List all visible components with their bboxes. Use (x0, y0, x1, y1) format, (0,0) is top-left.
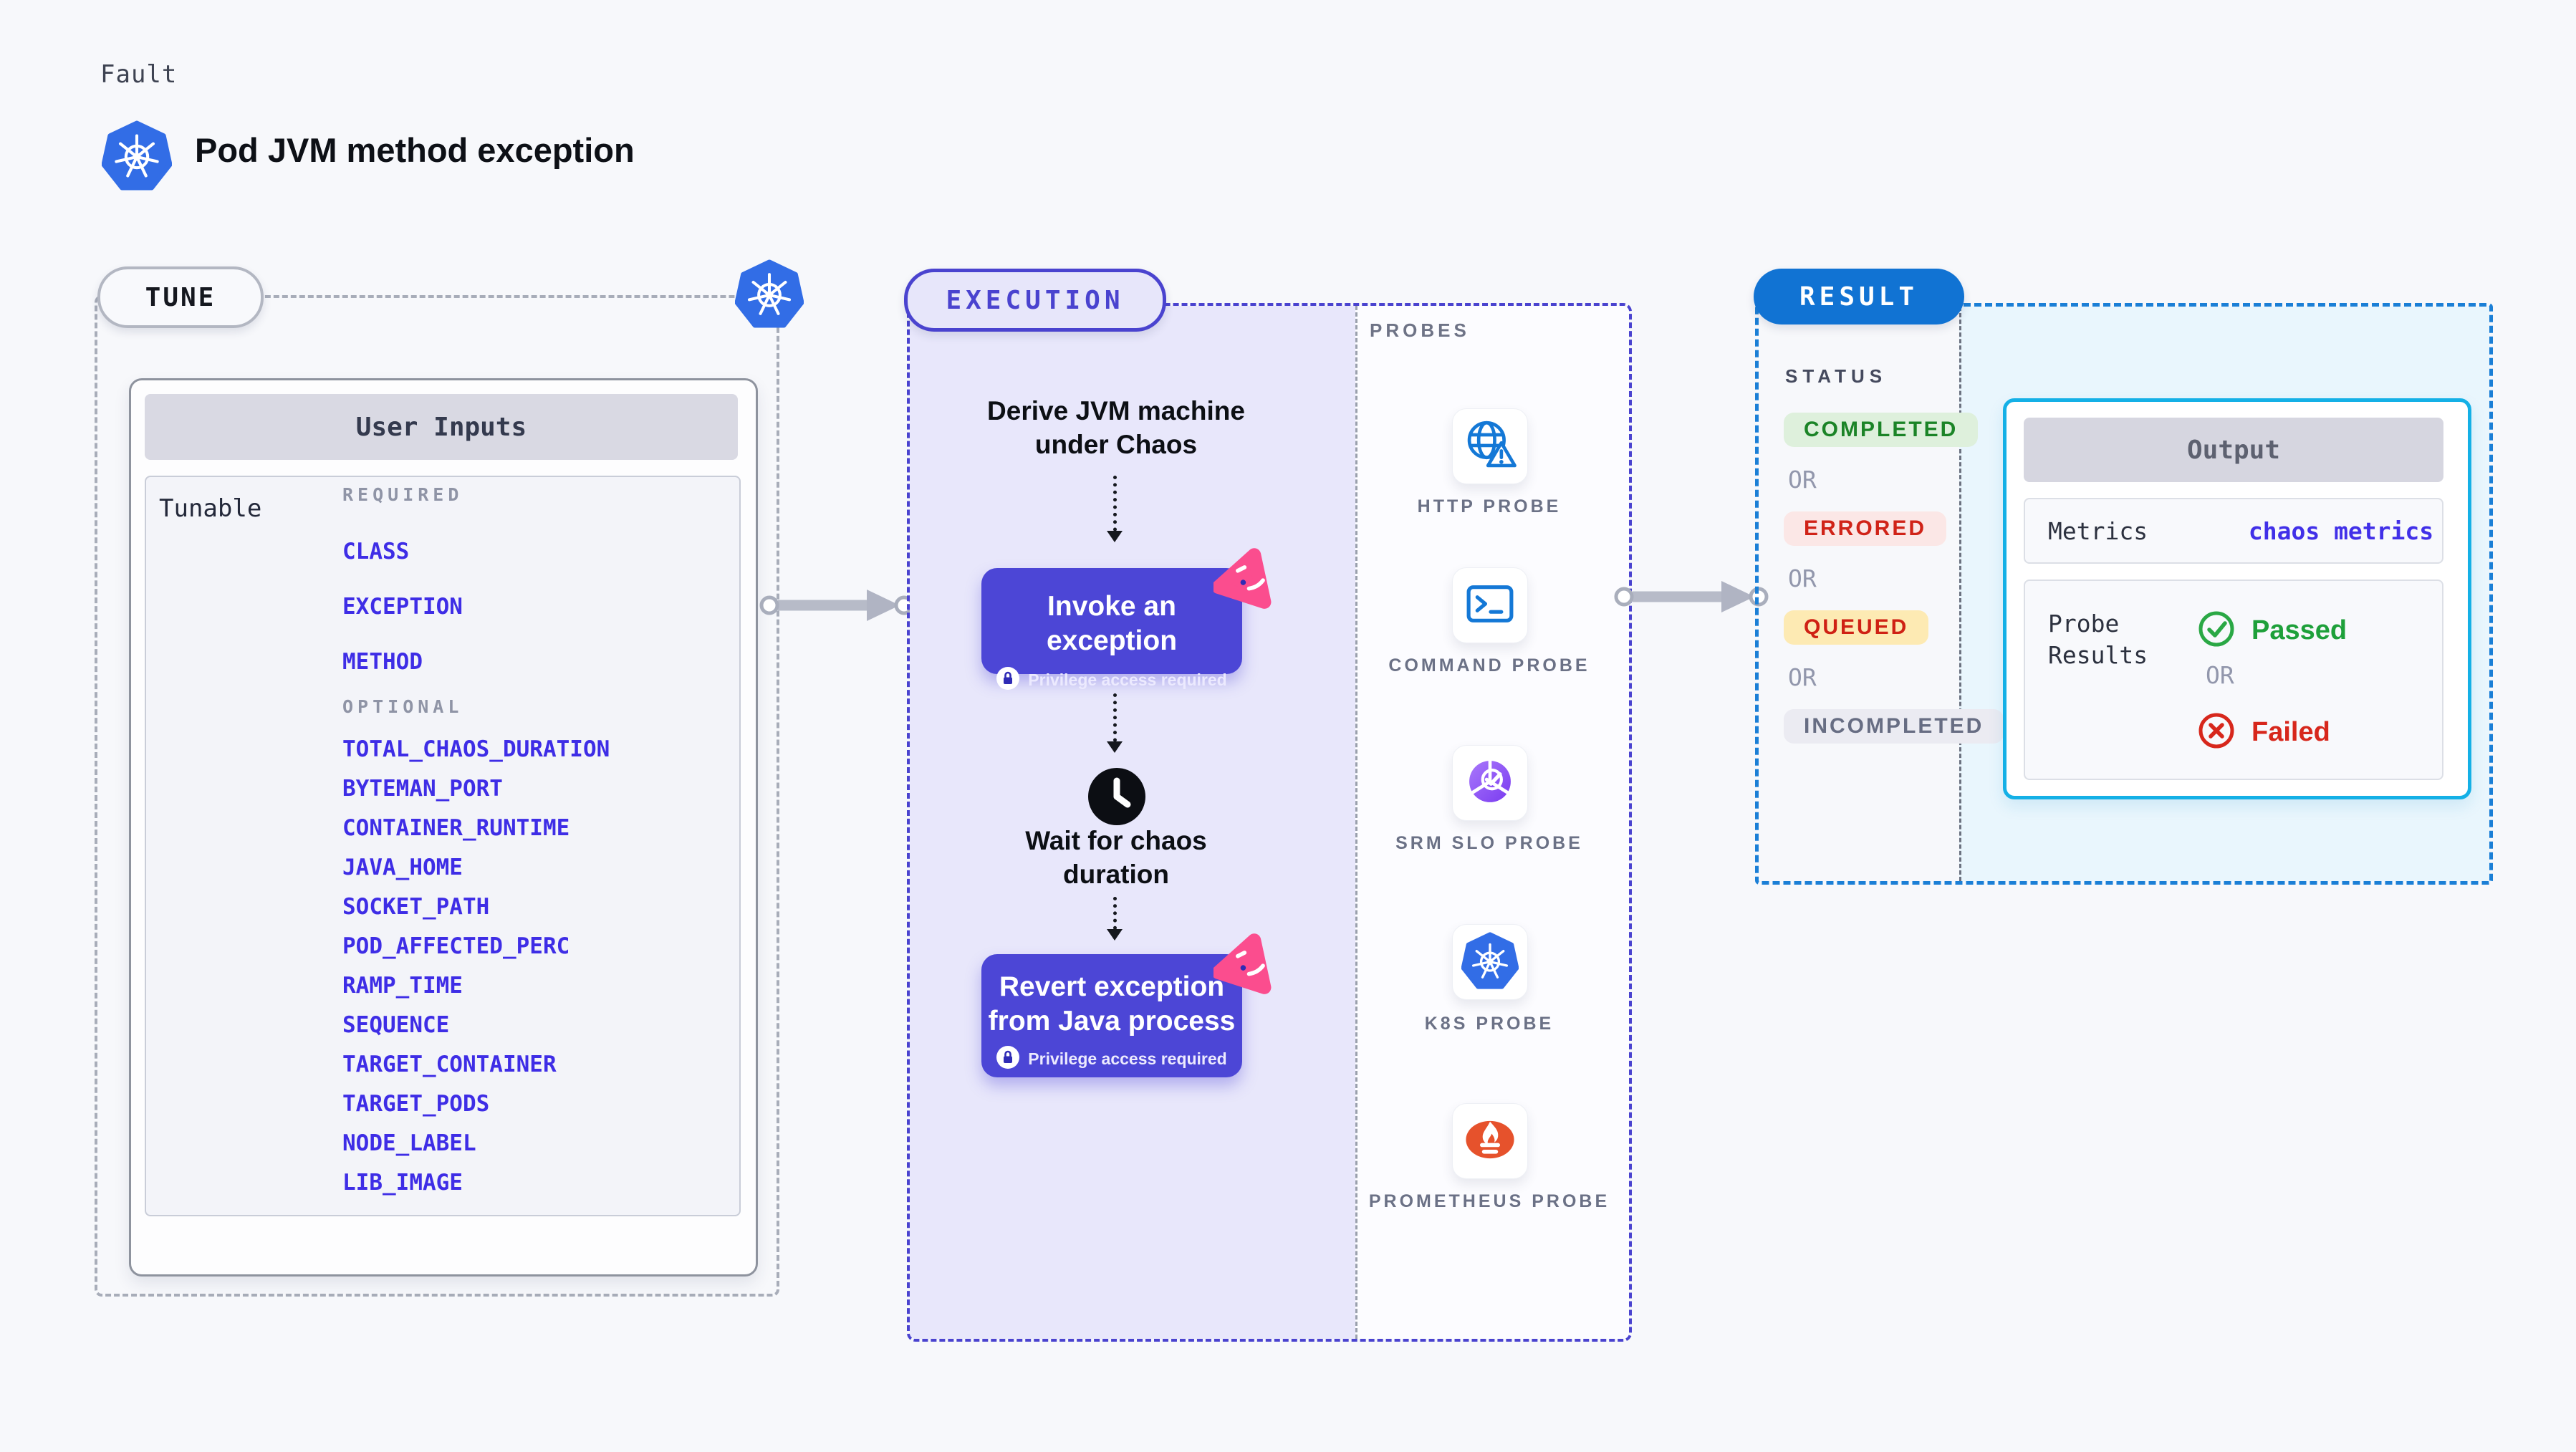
x-circle-icon (2197, 711, 2236, 753)
tunable-item-sequence[interactable]: SEQUENCE (342, 1012, 450, 1038)
tune-section (95, 295, 779, 1297)
tunable-item-socket-path[interactable]: SOCKET_PATH (342, 894, 490, 920)
tunable-label: Tunable (159, 494, 262, 523)
tunable-list: REQUIRED CLASS EXCEPTION METHOD OPTIONAL… (342, 484, 610, 1209)
probe-label-command: COMMAND PROBE (1388, 655, 1590, 675)
page-title: Pod JVM method exception (195, 131, 635, 169)
required-label: REQUIRED (342, 484, 463, 505)
status-badge-queued: QUEUED (1784, 610, 1929, 645)
probe-label-k8s: K8S PROBE (1424, 1014, 1554, 1034)
lock-icon (996, 1046, 1020, 1072)
probe-results-row: Probe Results Passed OR Failed (2024, 580, 2443, 780)
status-label: STATUS (1785, 365, 1888, 387)
arrow-right-icon (759, 587, 914, 626)
tunable-item-target-container[interactable]: TARGET_CONTAINER (342, 1052, 557, 1077)
tune-badge: TUNE (97, 266, 264, 328)
probe-card-k8s[interactable] (1452, 924, 1528, 1000)
arrow-right-icon (1614, 579, 1769, 617)
kubernetes-icon (734, 259, 804, 331)
wait-step-label: Wait for chaos duration (1025, 826, 1207, 889)
tunable-item-exception[interactable]: EXCEPTION (342, 594, 463, 620)
prometheus-probe-icon (1460, 1110, 1520, 1173)
http-probe-icon (1460, 415, 1520, 478)
user-inputs-title: User Inputs (145, 394, 738, 460)
tunable-item-lib-image[interactable]: LIB_IMAGE (342, 1170, 463, 1196)
tunable-item-byteman-port[interactable]: BYTEMAN_PORT (342, 776, 503, 802)
probe-card-prometheus[interactable] (1452, 1103, 1528, 1179)
srm-slo-probe-icon (1460, 751, 1520, 814)
result-badge: RESULT (1754, 269, 1964, 324)
probe-results-label: Probe Results (2048, 610, 2148, 669)
failed-label: Failed (2251, 716, 2330, 747)
execution-flow-area (910, 306, 1355, 1339)
execution-badge: EXECUTION (904, 269, 1166, 332)
kubernetes-icon (101, 120, 173, 193)
tunable-item-ramp-time[interactable]: RAMP_TIME (342, 973, 463, 999)
revert-exception-node: Revert exception from Java process Privi… (981, 954, 1242, 1077)
probe-label-srm-slo: SRM SLO PROBE (1395, 833, 1583, 853)
status-badge-errored: ERRORED (1784, 511, 1947, 546)
lock-icon (996, 667, 1020, 693)
tunable-item-method[interactable]: METHOD (342, 649, 423, 675)
tunable-item-node-label[interactable]: NODE_LABEL (342, 1130, 476, 1156)
or-separator: OR (1788, 663, 1817, 691)
probe-card-command[interactable] (1452, 567, 1528, 643)
probe-card-srm-slo[interactable] (1452, 745, 1528, 821)
optional-label: OPTIONAL (342, 696, 463, 717)
tunable-box (145, 476, 741, 1216)
dotted-arrow-icon (1107, 693, 1123, 753)
passed-label: Passed (2251, 615, 2347, 645)
output-title: Output (2024, 418, 2443, 482)
tunable-item-java-home[interactable]: JAVA_HOME (342, 855, 463, 880)
probe-card-http[interactable] (1452, 408, 1528, 484)
status-badge-completed: COMPLETED (1784, 413, 1979, 447)
command-probe-icon (1460, 574, 1520, 637)
chaos-icon (1211, 543, 1281, 613)
k8s-probe-icon (1461, 932, 1519, 992)
dotted-arrow-icon (1107, 897, 1123, 941)
invoke-exception-node: Invoke an exception Privilege access req… (981, 568, 1242, 690)
clock-icon (1087, 766, 1147, 830)
probe-label-prometheus: PROMETHEUS PROBE (1368, 1191, 1610, 1211)
dotted-arrow-icon (1107, 476, 1123, 542)
metrics-label: Metrics (2048, 516, 2148, 545)
probe-label-http: HTTP PROBE (1417, 496, 1562, 516)
execution-section (907, 303, 1632, 1342)
status-badge-incompleted: INCOMPLETED (1784, 709, 2004, 744)
tunable-item-target-pods[interactable]: TARGET_PODS (342, 1091, 490, 1117)
check-circle-icon (2197, 610, 2236, 651)
tunable-item-total-chaos-duration[interactable]: TOTAL_CHAOS_DURATION (342, 736, 610, 762)
derive-step-label: Derive JVM machine under Chaos (987, 396, 1245, 459)
probes-label: PROBES (1370, 319, 1470, 341)
tunable-item-container-runtime[interactable]: CONTAINER_RUNTIME (342, 815, 570, 841)
tunable-item-class[interactable]: CLASS (342, 539, 410, 564)
chaos-icon (1211, 928, 1281, 999)
or-separator: OR (1788, 564, 1817, 592)
tunable-item-pod-affected-perc[interactable]: POD_AFFECTED_PERC (342, 933, 570, 959)
or-separator: OR (2206, 661, 2234, 689)
metrics-value[interactable]: chaos metrics (2248, 516, 2434, 545)
output-panel: Output Metrics chaos metrics Probe Resul… (2003, 398, 2471, 799)
or-separator: OR (1788, 466, 1817, 494)
metrics-row: Metrics chaos metrics (2024, 498, 2443, 564)
fault-kicker: Fault (100, 60, 178, 89)
